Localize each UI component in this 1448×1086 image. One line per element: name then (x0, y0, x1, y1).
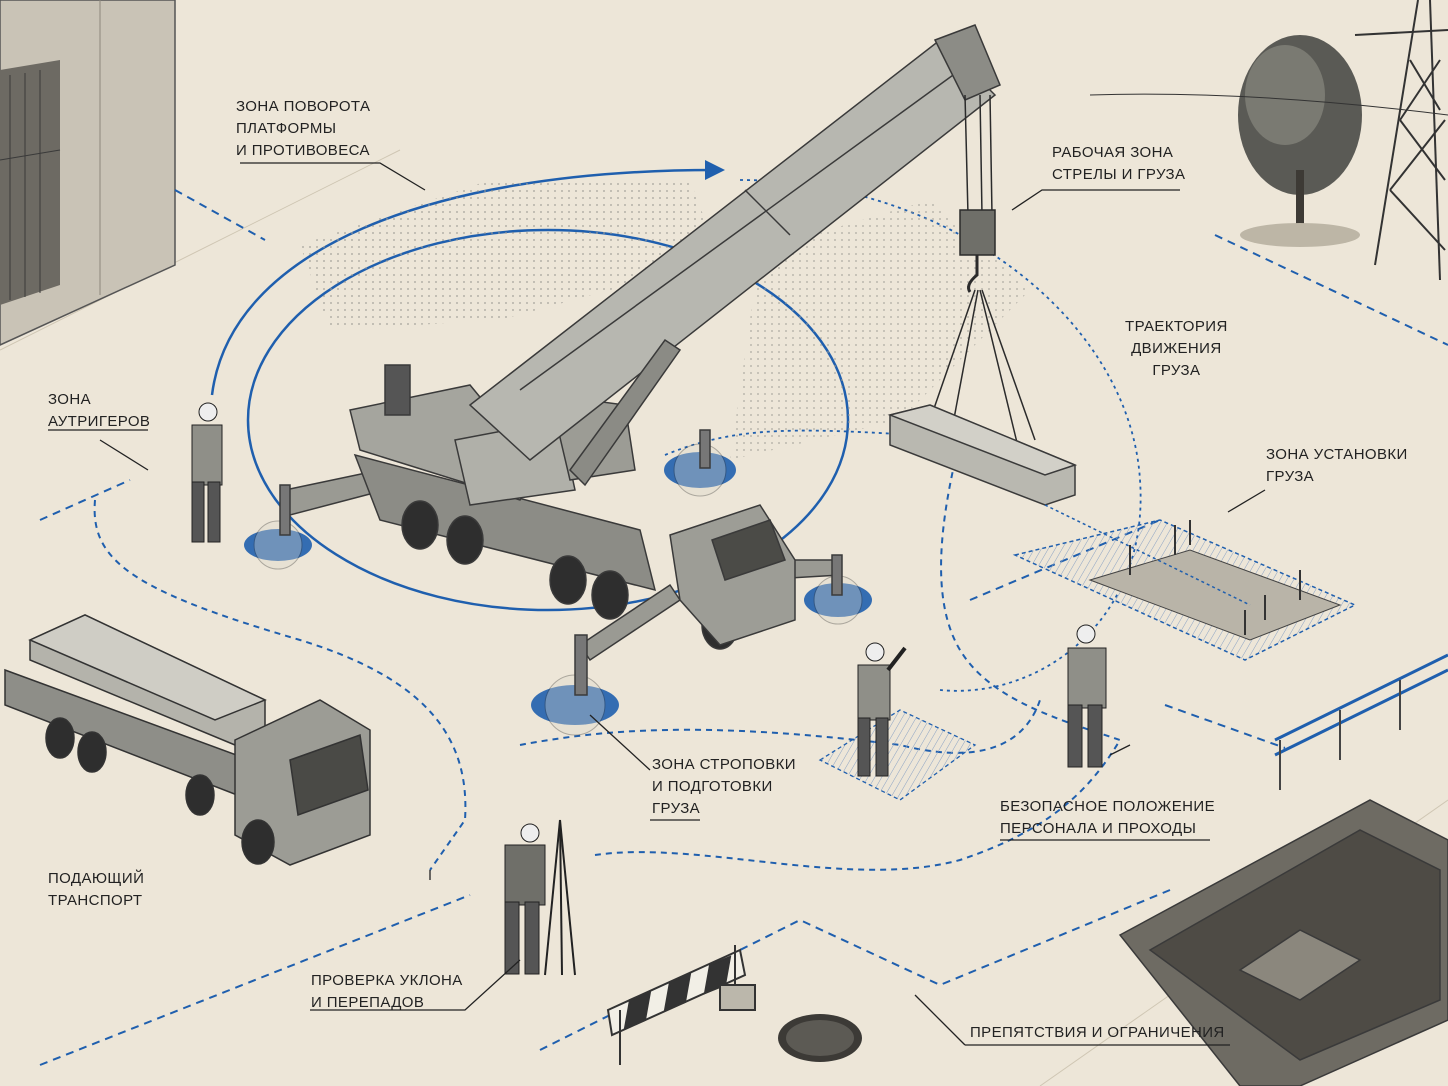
label-outrigger-zone: ЗОНА АУТРИГЕРОВ (48, 391, 151, 430)
outrigger-pads (244, 452, 872, 725)
excavation-pit (1118, 799, 1448, 1086)
worker-rigger (857, 642, 907, 777)
label-rigging-zone: ЗОНА СТРОПОВКИ И ПОДГОТОВКИ ГРУЗА (652, 756, 796, 817)
worker-outriggers (191, 402, 223, 543)
label-trajectory: ТРАЕКТОРИЯ ДВИЖЕНИЯ ГРУЗА (1125, 318, 1228, 379)
label-rotation-zone: ЗОНА ПОВОРОТА ПЛАТФОРМЫ И ПРОТИВОВЕСА (236, 98, 371, 159)
label-boom-zone: РАБОЧАЯ ЗОНА СТРЕЛЫ И ГРУЗА (1052, 144, 1186, 183)
hook-block (929, 94, 1036, 456)
label-supply-transport: ПОДАЮЩИЙ ТРАНСПОРТ (48, 870, 145, 909)
fence (1274, 653, 1448, 757)
power-tower (1089, 0, 1448, 281)
install-zone (1012, 519, 1357, 661)
label-safe-position: БЕЗОПАСНОЕ ПОЛОЖЕНИЕ ПЕРСОНАЛА И ПРОХОДЫ (1000, 798, 1215, 837)
mobile-crane (279, 24, 1001, 696)
barrier (606, 945, 756, 1065)
rigging-pad (818, 709, 977, 801)
building (0, 0, 176, 346)
rotation-sector (300, 180, 720, 330)
label-install-zone: ЗОНА УСТАНОВКИ ГРУЗА (1266, 446, 1408, 485)
label-slope-check: ПРОВЕРКА УКЛОНА И ПЕРЕПАДОВ (311, 972, 463, 1011)
manhole (778, 1014, 862, 1062)
supply-truck (4, 614, 371, 866)
worker-surveyor (504, 819, 576, 976)
label-obstacles: ПРЕПЯТСТВИЯ И ОГРАНИЧЕНИЯ (970, 1024, 1225, 1041)
suspended-load (887, 404, 1078, 506)
personnel-path (93, 439, 1121, 871)
leader-lines (48, 162, 1266, 1046)
worker-safe (1067, 624, 1107, 768)
tree (1238, 35, 1362, 247)
